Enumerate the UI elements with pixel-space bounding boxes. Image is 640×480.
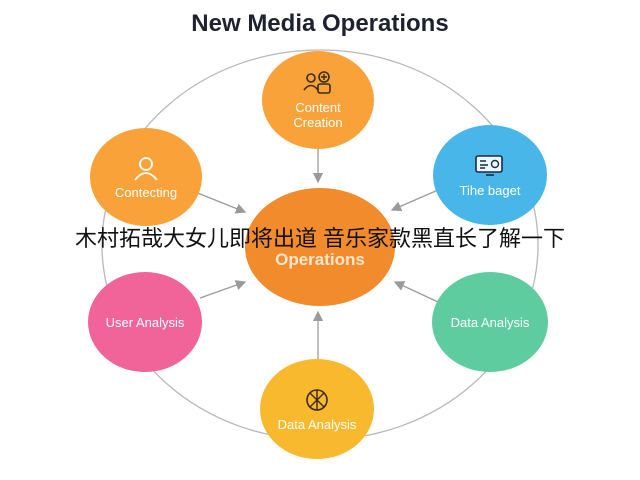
dashboard-icon	[475, 154, 503, 176]
node-content-creation: Content Creation	[262, 51, 374, 149]
node-data-analysis-bottom: Data Analysis	[260, 359, 374, 459]
node-data-analysis-right: Data Analysis	[432, 272, 548, 372]
user-icon	[134, 156, 158, 181]
node-contecting: Contecting	[90, 128, 202, 226]
node-label: Contecting	[114, 184, 178, 200]
center-node-label: Operations	[275, 250, 365, 269]
node-label: Content Creation	[293, 100, 343, 130]
node-label: Data Analysis	[450, 314, 530, 330]
connector-upper-right	[390, 189, 439, 212]
connector-upper-left	[194, 191, 247, 214]
node-label: User Analysis	[105, 314, 185, 330]
diagram-title: New Media Operations	[191, 10, 449, 37]
node-tihe-baget: Tihe baget	[433, 125, 547, 225]
node-label: Data Analysis	[277, 416, 357, 432]
node-user-analysis: User Analysis	[88, 272, 202, 372]
center-node-operations: Operations	[245, 188, 395, 306]
overlay-caption: 木村拓哉大女儿即将出道 音乐家款黑直长了解一下	[74, 226, 566, 251]
connector-lower-left	[199, 280, 247, 299]
node-label: Tihe baget	[459, 182, 521, 198]
team-icon	[303, 71, 331, 94]
network-icon	[306, 388, 328, 411]
connector-lower-right	[393, 281, 439, 303]
